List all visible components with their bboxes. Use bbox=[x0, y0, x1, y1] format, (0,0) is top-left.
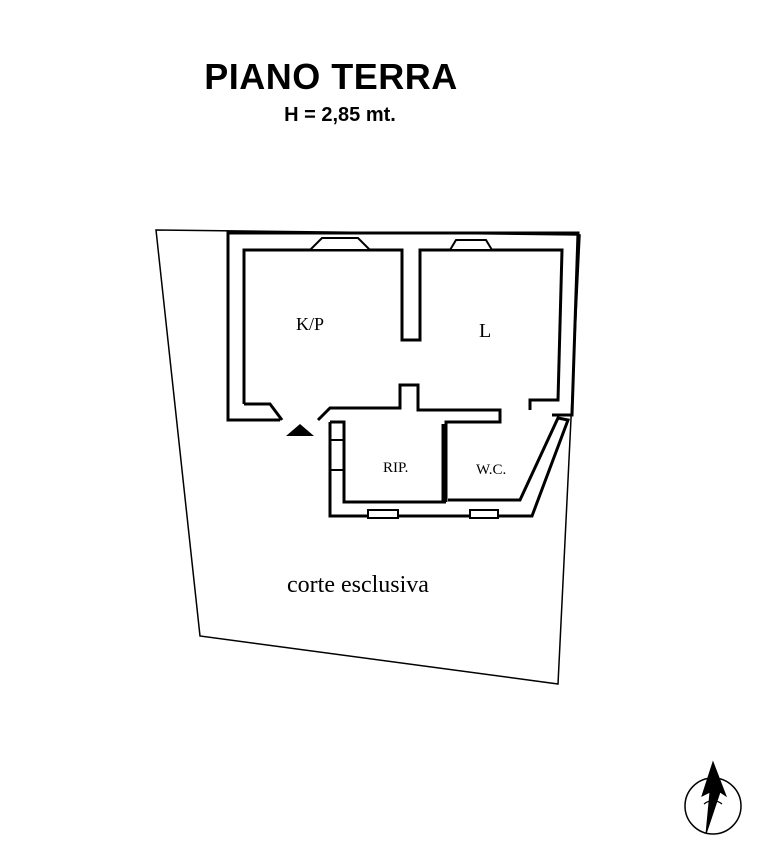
yard-label: corte esclusiva bbox=[287, 572, 429, 598]
window-storage bbox=[367, 509, 399, 519]
window-kitchen bbox=[307, 237, 373, 251]
ceiling-height-label: H = 2,85 mt. bbox=[284, 104, 396, 126]
plan-title: PIANO TERRA bbox=[204, 56, 458, 97]
room-label-kitchen: K/P bbox=[296, 314, 324, 334]
building-walls bbox=[226, 231, 580, 518]
room-label-bathroom: W.C. bbox=[476, 462, 506, 478]
window-bathroom bbox=[469, 509, 499, 519]
window-living bbox=[448, 239, 494, 251]
windows bbox=[307, 237, 499, 519]
room-label-storage: RIP. bbox=[383, 460, 408, 476]
room-label-living: L bbox=[479, 320, 491, 342]
entrance-arrow-icon bbox=[286, 424, 314, 436]
north-compass-icon bbox=[684, 760, 742, 835]
lot-boundary bbox=[155, 229, 581, 685]
